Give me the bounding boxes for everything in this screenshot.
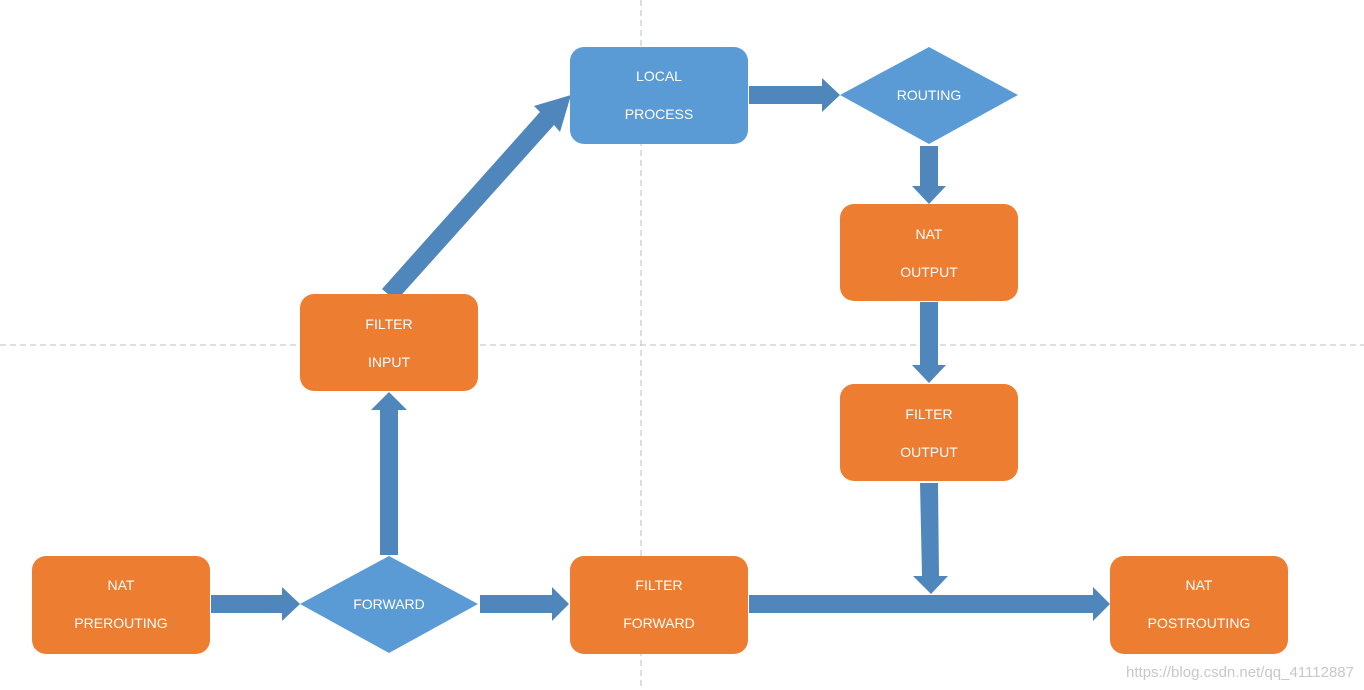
routing-label: ROUTING xyxy=(897,87,962,103)
arrow-filter-input-to-local-process xyxy=(382,95,571,301)
node-local-process: LOCAL PROCESS xyxy=(570,47,748,144)
nat-postrouting-label-2: POSTROUTING xyxy=(1148,615,1251,631)
filter-output-label-1: FILTER xyxy=(905,406,952,422)
filter-output-label-2: OUTPUT xyxy=(900,444,958,460)
nat-output-label-2: OUTPUT xyxy=(900,264,958,280)
filter-input-label-1: FILTER xyxy=(365,316,412,332)
arrow-nat-output-to-filter-output xyxy=(912,302,946,383)
node-nat-output: NAT OUTPUT xyxy=(840,204,1018,301)
arrow-filter-forward-to-postrouting xyxy=(749,587,1110,621)
arrow-local-process-to-routing xyxy=(749,78,840,112)
nat-prerouting-label-2: PREROUTING xyxy=(74,615,167,631)
nat-output-label-1: NAT xyxy=(916,226,943,242)
node-nat-prerouting: NAT PREROUTING xyxy=(32,556,210,654)
local-process-label-2: PROCESS xyxy=(625,106,693,122)
node-nat-postrouting: NAT POSTROUTING xyxy=(1110,556,1288,654)
node-forward-diamond: FORWARD xyxy=(300,556,478,653)
node-filter-output: FILTER OUTPUT xyxy=(840,384,1018,481)
arrow-forward-to-filter-forward xyxy=(480,587,569,621)
node-routing-diamond: ROUTING xyxy=(840,47,1018,144)
filter-input-label-2: INPUT xyxy=(368,354,410,370)
arrow-routing-to-nat-output xyxy=(912,146,946,204)
filter-forward-label-2: FORWARD xyxy=(623,615,695,631)
nat-prerouting-label-1: NAT xyxy=(108,577,135,593)
arrow-prerouting-to-forward xyxy=(211,587,300,621)
arrow-forward-to-filter-input xyxy=(371,392,407,555)
filter-forward-label-1: FILTER xyxy=(635,577,682,593)
local-process-label-1: LOCAL xyxy=(636,68,682,84)
arrow-filter-output-to-postrouting-path xyxy=(913,483,948,594)
node-filter-forward: FILTER FORWARD xyxy=(570,556,748,654)
node-filter-input: FILTER INPUT xyxy=(300,294,478,391)
watermark-url: https://blog.csdn.net/qq_41112887 xyxy=(1126,664,1354,681)
forward-label: FORWARD xyxy=(353,596,425,612)
nat-postrouting-label-1: NAT xyxy=(1186,577,1213,593)
